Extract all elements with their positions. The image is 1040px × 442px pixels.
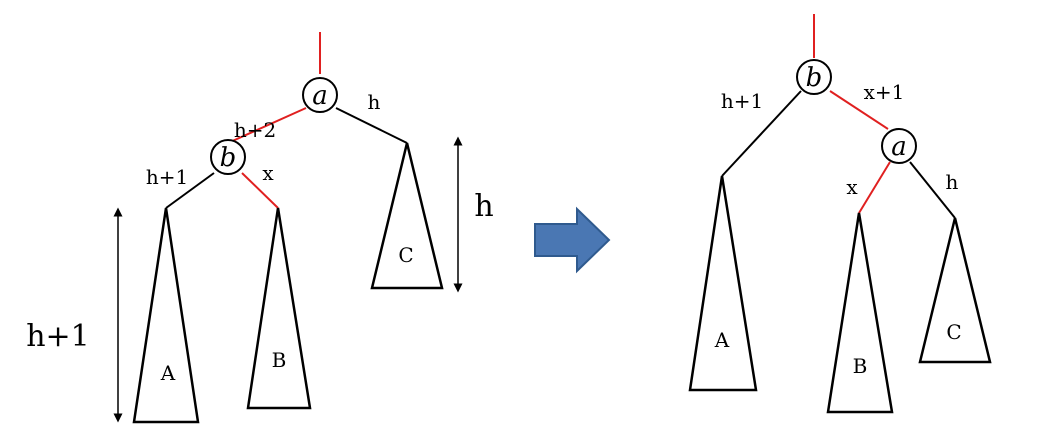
after-edge-a-c	[909, 161, 956, 219]
before-subtree-b-label: B	[272, 348, 287, 372]
after-subtree-a	[688, 175, 758, 392]
after-subtree-b-label: B	[853, 354, 868, 378]
before-subtree-a-label: A	[160, 361, 176, 385]
before-label-h-plus-1: h+1	[146, 165, 188, 189]
after-subtree-c	[918, 217, 992, 364]
before-subtree-c	[370, 142, 444, 290]
before-dim-left-label: h+1	[26, 319, 90, 354]
after-node-b	[796, 59, 832, 95]
before-edge-a-b	[227, 107, 307, 144]
after-subtree-b	[826, 212, 894, 414]
before-dim-right-label: h	[474, 189, 493, 224]
after-edge-a-b	[858, 161, 891, 214]
right-arrow-icon	[534, 206, 611, 274]
before-label-h: h	[368, 90, 381, 114]
after-node-a-label: a	[891, 132, 907, 162]
after-label-x: x	[846, 175, 858, 199]
before-subtree-a	[132, 207, 200, 424]
after-tree: b a h+1 x+1 x h A B C	[688, 14, 992, 414]
before-subtree-b	[246, 207, 312, 410]
after-subtree-a-label: A	[714, 328, 730, 352]
before-edge-b-a	[165, 172, 215, 209]
after-edge-b-a-node	[829, 90, 889, 130]
after-edge-b-a	[721, 90, 802, 177]
after-label-x-plus-1: x+1	[864, 80, 905, 104]
before-node-b-label: b	[220, 143, 237, 173]
after-node-a	[881, 128, 917, 164]
before-edge-b-b	[241, 172, 279, 209]
before-tree: a b h+2 h h+1 x A B C h+1 h	[26, 32, 494, 424]
before-node-a-label: a	[312, 81, 328, 111]
before-label-h-plus-2: h+2	[234, 118, 276, 142]
after-label-h-plus-1: h+1	[721, 89, 763, 113]
before-subtree-c-label: C	[398, 243, 413, 267]
after-node-b-label: b	[806, 63, 823, 93]
before-node-b	[210, 139, 246, 175]
after-label-h: h	[946, 170, 959, 194]
before-edge-a-c	[335, 107, 408, 144]
before-node-a	[302, 77, 338, 113]
after-subtree-c-label: C	[946, 320, 961, 344]
before-label-x: x	[262, 161, 274, 185]
